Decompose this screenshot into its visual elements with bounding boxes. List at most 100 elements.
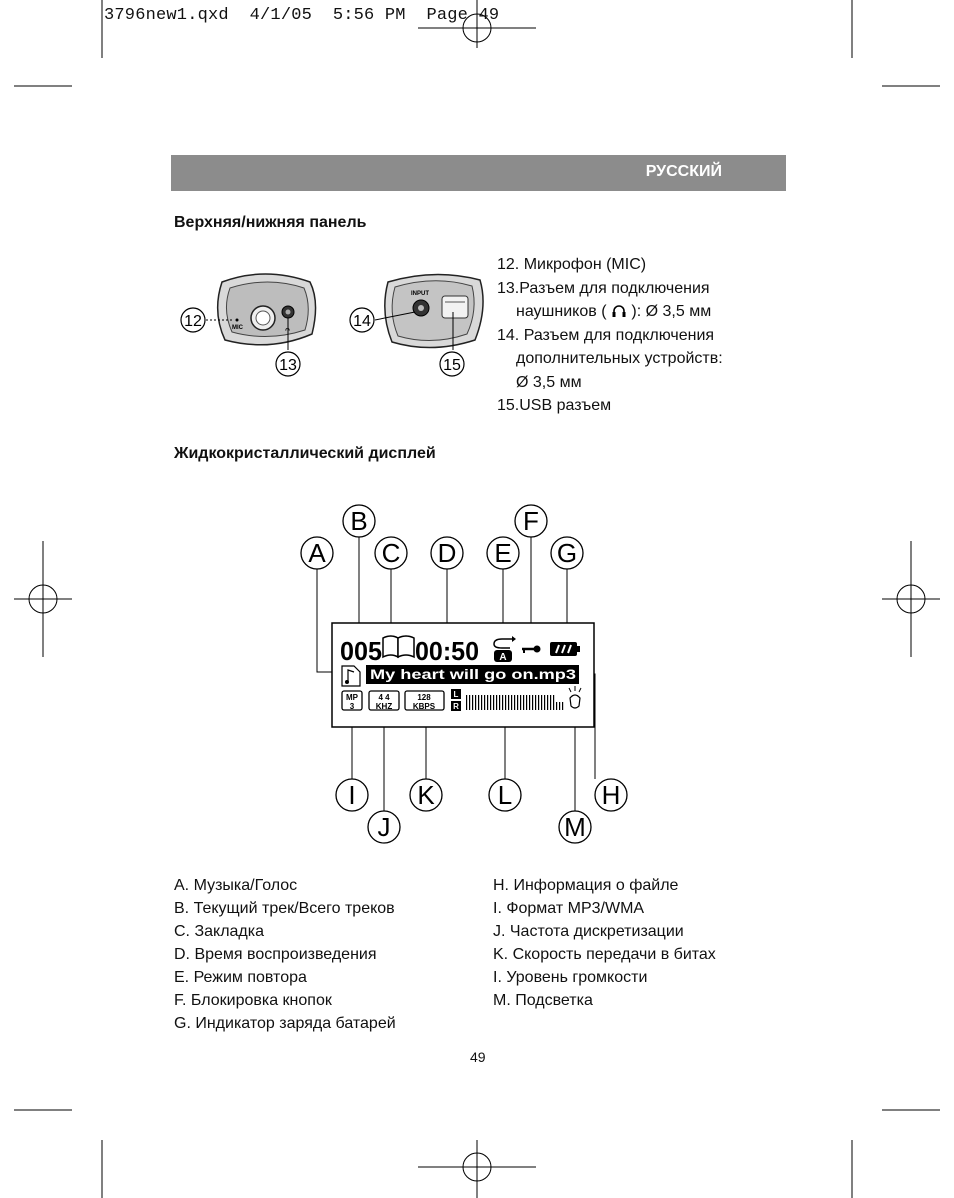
legend-j: J. Частота дискретизации xyxy=(493,923,684,940)
page-number: 49 xyxy=(470,1049,486,1065)
callout-circle-m xyxy=(558,810,592,844)
volume-bar xyxy=(562,702,564,710)
callout-h: H xyxy=(602,780,621,810)
lcd-filename: My heart will go on.mp3 xyxy=(370,666,576,682)
legend-k: K. Скорость передачи в битах xyxy=(493,946,716,963)
mic-label: MIC xyxy=(232,325,244,331)
volume-bar xyxy=(520,695,522,710)
callout-12: 12 xyxy=(184,313,202,330)
volume-bar xyxy=(505,695,507,710)
input-label: INPUT xyxy=(411,291,429,297)
volume-level-bars xyxy=(466,695,564,710)
callout-a: A xyxy=(308,538,326,568)
svg-text:4 4: 4 4 xyxy=(378,693,390,702)
callout-circle-h xyxy=(594,778,628,812)
volume-bar xyxy=(475,695,477,710)
section-title-lcd: Жидкокристаллический дисплей xyxy=(174,445,436,462)
volume-bar xyxy=(559,702,561,710)
item-14-line1: 14. Разъем для подключения xyxy=(497,326,715,344)
volume-bar xyxy=(553,695,555,710)
callout-circle-c xyxy=(374,536,408,570)
volume-bar xyxy=(547,695,549,710)
callout-14: 14 xyxy=(353,313,371,330)
panel-description-list: 12. Микрофон (MIC) 13.Разъем для подключ… xyxy=(497,253,723,418)
callout-15: 15 xyxy=(443,357,461,374)
callout-i: I xyxy=(348,780,355,810)
svg-text:L: L xyxy=(454,690,459,699)
volume-bar xyxy=(535,695,537,710)
volume-bar xyxy=(508,695,510,710)
bitrate-indicator: 128 KBPS xyxy=(404,690,445,711)
callout-circle-f xyxy=(514,504,548,538)
lcd-legend-left: A. Музыка/Голос B. Текущий трек/Всего тр… xyxy=(174,874,396,1035)
callout-circle-j xyxy=(367,810,401,844)
volume-bar xyxy=(466,695,468,710)
battery-icon xyxy=(550,642,580,656)
top-panel-drawing: MIC ᴖ xyxy=(206,273,317,350)
callout-circle-i xyxy=(335,778,369,812)
callout-circle-l xyxy=(488,778,522,812)
svg-text:KBPS: KBPS xyxy=(413,702,436,711)
bottom-panel-drawing: INPUT xyxy=(374,273,484,350)
volume-bar xyxy=(487,695,489,710)
legend-g: G. Индикатор заряда батарей xyxy=(174,1015,396,1032)
legend-m: M. Подсветка xyxy=(493,992,593,1009)
volume-bar xyxy=(472,695,474,710)
item-13-line1: 13.Разъем для подключения xyxy=(497,279,710,297)
svg-text:KHZ: KHZ xyxy=(376,702,393,711)
lcd-track: 005 xyxy=(340,636,382,666)
legend-d: D. Время воспроизведения xyxy=(174,946,377,963)
volume-bar xyxy=(493,695,495,710)
callout-j: J xyxy=(378,812,391,842)
file-info-bar xyxy=(366,665,579,684)
volume-bar xyxy=(499,695,501,710)
bookmark-icon xyxy=(382,635,415,659)
volume-bar xyxy=(490,695,492,710)
volume-bar xyxy=(481,695,483,710)
callout-circle-k xyxy=(409,778,443,812)
callout-f: F xyxy=(523,506,539,536)
callout-circle-e xyxy=(486,536,520,570)
volume-bar xyxy=(496,695,498,710)
volume-bar xyxy=(478,695,480,710)
legend-h: H. Информация о файле xyxy=(493,877,679,894)
volume-bar xyxy=(538,695,540,710)
callout-circle-d xyxy=(430,536,464,570)
volume-bar xyxy=(484,695,486,710)
legend-b: B. Текущий трек/Всего треков xyxy=(174,900,395,917)
print-slug: 3796new1.qxd 4/1/05 5:56 PM Page 49 xyxy=(104,6,500,25)
volume-bar xyxy=(532,695,534,710)
callout-g: G xyxy=(557,538,577,568)
legend-e: E. Режим повтора xyxy=(174,969,307,986)
volume-bar xyxy=(514,695,516,710)
repeat-mode: A xyxy=(499,652,506,663)
callout-m: M xyxy=(564,812,586,842)
volume-bar xyxy=(544,695,546,710)
volume-bar xyxy=(556,702,558,710)
panel-illustration: MIC ᴖ 12 13 INPUT 14 15 xyxy=(180,273,484,377)
language-label: РУССКИЙ xyxy=(645,163,722,180)
language-banner: РУССКИЙ xyxy=(171,155,786,191)
item-15: 15.USB разъем xyxy=(497,397,612,414)
svg-text:ᴖ: ᴖ xyxy=(285,325,290,335)
callout-circle-g xyxy=(550,536,584,570)
repeat-icon: A xyxy=(493,636,516,663)
callout-k: K xyxy=(417,780,435,810)
volume-bar xyxy=(526,695,528,710)
lcd-legend-right: H. Информация о файле I. Формат MP3/WMA … xyxy=(493,874,716,1012)
callout-d: D xyxy=(438,538,457,568)
channel-indicator: L R xyxy=(451,689,461,711)
svg-text:3: 3 xyxy=(350,702,355,711)
callout-l: L xyxy=(498,780,512,810)
music-voice-icon xyxy=(341,665,361,687)
legend-f: F. Блокировка кнопок xyxy=(174,992,332,1009)
volume-bar xyxy=(502,695,504,710)
legend-i: I. Формат MP3/WMA xyxy=(493,900,645,917)
svg-text:128: 128 xyxy=(417,693,431,702)
lcd-time: 00:50 xyxy=(415,636,479,666)
item-12: 12. Микрофон (MIC) xyxy=(497,256,647,273)
callout-13: 13 xyxy=(279,357,297,374)
backlight-icon xyxy=(568,686,582,709)
volume-bar xyxy=(541,695,543,710)
